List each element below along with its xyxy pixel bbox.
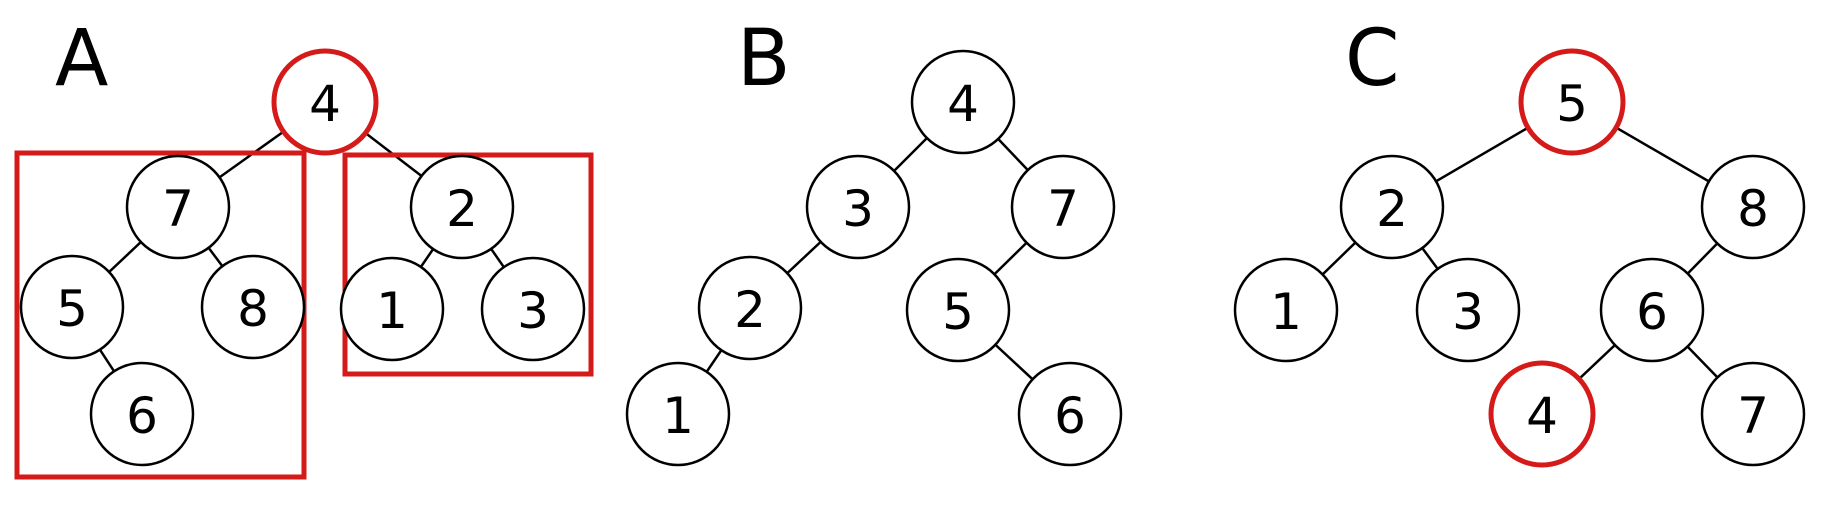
node-value: 7 [1737, 387, 1769, 445]
panel-a-right-subtree-box [342, 152, 594, 377]
tree-node-c-8: 8 [1700, 154, 1806, 260]
node-circle [1599, 257, 1705, 363]
node-value: 4 [1526, 387, 1558, 445]
node-value: 3 [842, 180, 874, 238]
panel-label-c: C [1345, 14, 1399, 104]
node-value: 5 [942, 283, 974, 341]
tree-node-b-3: 3 [805, 154, 911, 260]
node-circle [1700, 361, 1806, 467]
panel-label-b: B [737, 14, 791, 104]
node-value: 7 [1047, 180, 1079, 238]
tree-node-a-7: 7 [125, 154, 231, 260]
tree-node-c-7: 7 [1700, 361, 1806, 467]
node-circle [905, 257, 1011, 363]
node-value: 8 [1737, 180, 1769, 238]
node-value: 4 [947, 75, 979, 133]
node-value: 6 [1054, 387, 1086, 445]
tree-node-c-2: 2 [1339, 154, 1445, 260]
node-circle [1233, 257, 1339, 363]
tree-node-c-6: 6 [1599, 257, 1705, 363]
tree-node-c-5: 5 [1518, 48, 1626, 156]
node-circle [805, 154, 911, 260]
tree-node-a-1: 1 [339, 256, 445, 362]
node-circle [1010, 154, 1116, 260]
panel-label-a: A [55, 14, 108, 104]
node-circle [1415, 257, 1521, 363]
node-circle [480, 256, 586, 362]
tree-node-a-2: 2 [409, 154, 515, 260]
tree-node-b-5: 5 [905, 257, 1011, 363]
node-circle [1017, 361, 1123, 467]
node-circle [697, 255, 803, 361]
node-value: 6 [126, 387, 158, 445]
tree-node-b-7: 7 [1010, 154, 1116, 260]
tree-node-a-8: 8 [200, 254, 306, 360]
tree-node-c-3: 3 [1415, 257, 1521, 363]
node-value: 5 [1556, 75, 1588, 133]
tree-node-a-5: 5 [19, 254, 125, 360]
node-circle-highlighted [1488, 360, 1596, 468]
node-circle [910, 49, 1016, 155]
tree-node-b-1: 1 [625, 361, 731, 467]
tree-node-a-4: 4 [271, 48, 379, 156]
node-circle [409, 154, 515, 260]
tree-node-c-4: 4 [1488, 360, 1596, 468]
node-value: 1 [662, 387, 694, 445]
tree-node-b-6: 6 [1017, 361, 1123, 467]
tree-node-c-1: 1 [1233, 257, 1339, 363]
node-value: 7 [162, 180, 194, 238]
node-circle [19, 254, 125, 360]
node-circle [339, 256, 445, 362]
node-value: 1 [1270, 283, 1302, 341]
node-value: 4 [309, 75, 341, 133]
node-circle-highlighted [271, 48, 379, 156]
node-circle [125, 154, 231, 260]
node-circle [89, 361, 195, 467]
node-circle-highlighted [1518, 48, 1626, 156]
node-circle [1339, 154, 1445, 260]
tree-node-b-4: 4 [910, 49, 1016, 155]
tree-node-b-2: 2 [697, 255, 803, 361]
node-value: 3 [1452, 283, 1484, 341]
node-circle [200, 254, 306, 360]
node-value: 5 [56, 280, 88, 338]
node-value: 2 [446, 180, 478, 238]
node-value: 3 [517, 282, 549, 340]
node-value: 2 [734, 281, 766, 339]
node-value: 2 [1376, 180, 1408, 238]
node-circle [1700, 154, 1806, 260]
node-value: 1 [376, 282, 408, 340]
node-value: 8 [237, 280, 269, 338]
tree-node-a-6: 6 [89, 361, 195, 467]
node-value: 6 [1636, 283, 1668, 341]
tree-node-a-3: 3 [480, 256, 586, 362]
node-circle [625, 361, 731, 467]
